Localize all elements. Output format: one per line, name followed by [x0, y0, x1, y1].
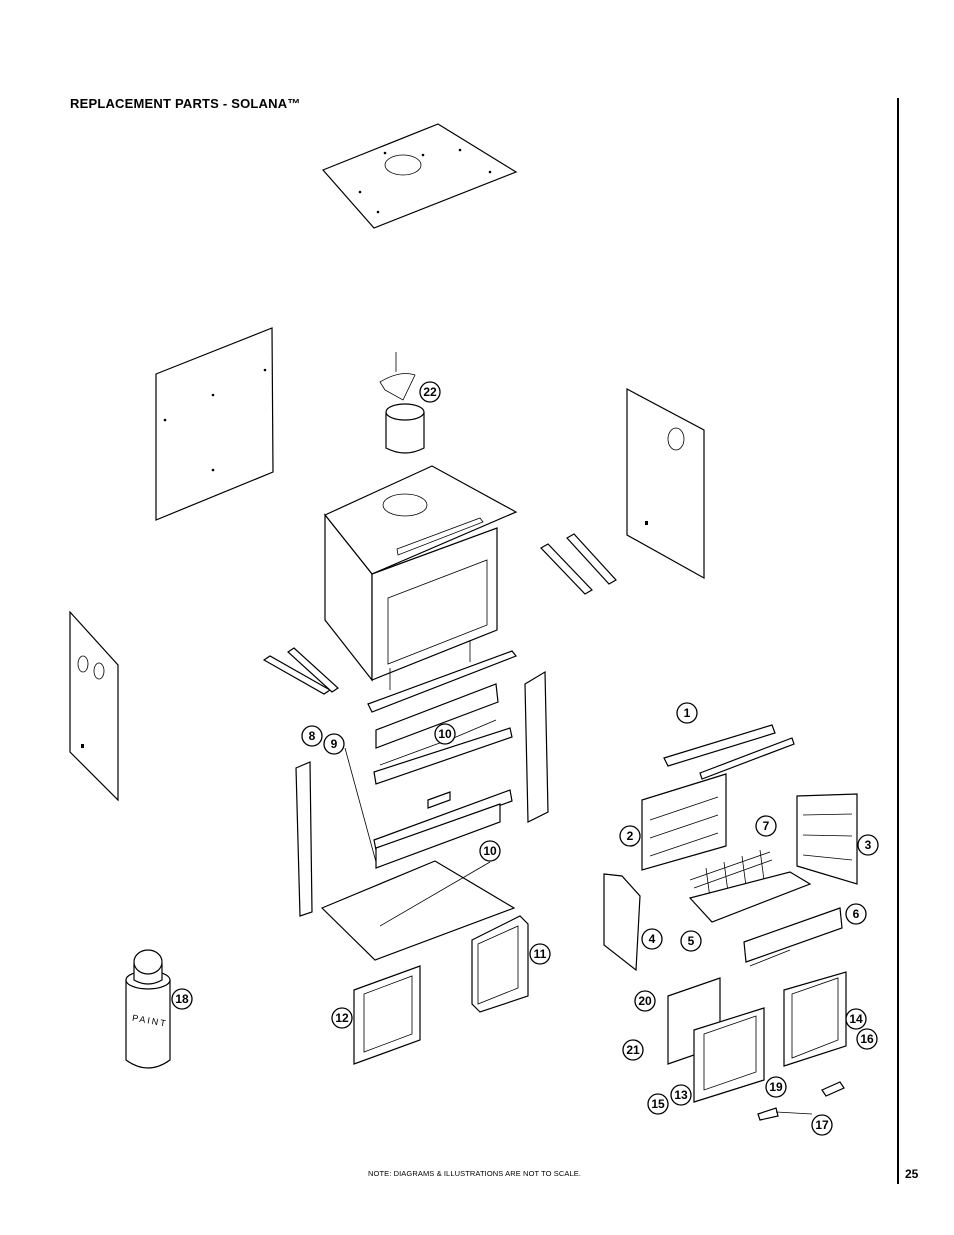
callout-5: 5: [680, 930, 702, 952]
svg-text:10: 10: [438, 727, 452, 741]
small-clips: [757, 1081, 845, 1121]
svg-text:8: 8: [309, 729, 316, 743]
svg-text:13: 13: [674, 1088, 688, 1102]
callout-4: 4: [641, 928, 663, 950]
callout-10-bottom: 10: [479, 840, 501, 862]
svg-text:14: 14: [849, 1012, 863, 1026]
svg-text:3: 3: [865, 838, 872, 852]
callout-15: 15: [647, 1093, 669, 1115]
callout-12: 12: [331, 1007, 353, 1029]
svg-text:1: 1: [684, 706, 691, 720]
callout-17: 17: [811, 1114, 833, 1136]
side-brick-panel: [796, 793, 858, 885]
right-side-panel: [626, 388, 705, 580]
callout-3: 3: [857, 834, 879, 856]
floor-brick: [688, 871, 812, 923]
svg-text:16: 16: [860, 1032, 874, 1046]
burner-tube: [743, 907, 843, 967]
svg-text:20: 20: [638, 994, 652, 1008]
top-brick: [663, 724, 795, 780]
callout-11: 11: [529, 943, 551, 965]
back-brick-panel: [641, 773, 727, 871]
svg-text:22: 22: [423, 385, 437, 399]
callout-9: 9: [323, 733, 345, 755]
page-number: 25: [905, 1167, 919, 1181]
callout-22: 22: [419, 381, 441, 403]
callout-19: 19: [765, 1076, 787, 1098]
callout-7: 7: [755, 815, 777, 837]
left-door-panel: [353, 965, 421, 1065]
callout-8: 8: [301, 725, 323, 747]
callout-13: 13: [670, 1084, 692, 1106]
callout-1: 1: [676, 702, 698, 724]
rear-panel: [69, 610, 119, 802]
svg-text:6: 6: [853, 907, 860, 921]
paint-can: PAINT: [125, 949, 171, 1069]
callout-21: 21: [622, 1039, 644, 1061]
svg-text:18: 18: [175, 992, 189, 1006]
svg-text:11: 11: [534, 947, 547, 961]
callout-14: 14: [845, 1008, 867, 1030]
svg-text:19: 19: [769, 1080, 783, 1094]
margin-rule: [897, 98, 899, 1184]
left-trim-strip: [295, 761, 313, 917]
svg-text:17: 17: [815, 1118, 829, 1132]
side-brackets: [262, 533, 617, 695]
svg-text:10: 10: [483, 844, 497, 858]
svg-text:15: 15: [651, 1097, 665, 1111]
svg-text:21: 21: [626, 1043, 640, 1057]
callout-18: 18: [171, 988, 193, 1010]
callout-10-top: 10: [434, 723, 456, 745]
flue-collar: [379, 352, 425, 454]
svg-text:9: 9: [331, 737, 338, 751]
callout-2: 2: [619, 825, 641, 847]
side-refractory: [603, 873, 641, 972]
scale-note: NOTE: DIAGRAMS & ILLUSTRATIONS ARE NOT T…: [368, 1169, 582, 1178]
svg-text:5: 5: [688, 934, 695, 948]
left-side-panel: [155, 327, 274, 521]
svg-text:12: 12: [335, 1011, 349, 1025]
stove-body: [324, 465, 518, 690]
right-trim-strip: [524, 670, 549, 823]
door-glass-assembly: [667, 971, 847, 1103]
callout-6: 6: [845, 903, 867, 925]
baffle-assembly: [344, 650, 517, 869]
callout-16: 16: [856, 1028, 878, 1050]
page-title: REPLACEMENT PARTS - SOLANA™: [70, 96, 301, 111]
svg-text:7: 7: [763, 819, 770, 833]
log-grate: [689, 849, 773, 899]
callout-20: 20: [634, 990, 656, 1012]
svg-text:2: 2: [627, 829, 634, 843]
bottom-plate: [320, 860, 516, 961]
top-plate: [321, 123, 518, 229]
svg-text:4: 4: [649, 932, 656, 946]
right-door-panel: [471, 915, 529, 1013]
